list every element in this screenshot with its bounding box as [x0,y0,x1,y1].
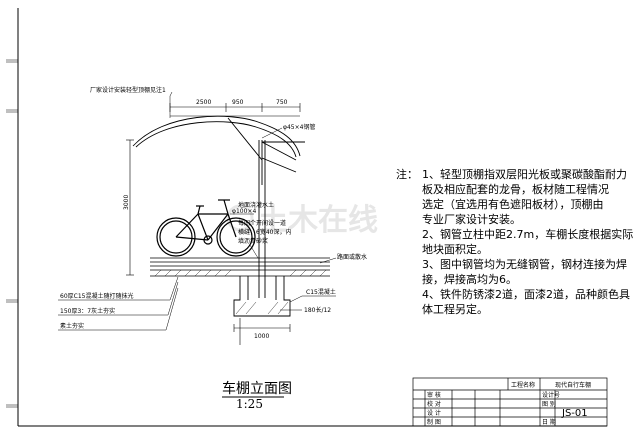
notes-prefix: 注： [396,168,418,181]
dim-top-total: 2500 [196,99,211,106]
pour-note-4: 填沥青砂浆 [238,237,268,245]
tb-project-name: 现代自行车棚 [555,381,591,389]
tb-row-draft: 制 图 [427,418,441,426]
rebar-spec-label: 180长/12 [304,306,331,314]
note-line-1: 1、轻型顶棚指双层阳光板或聚碳酸酯耐力 [422,168,627,181]
tb-drawing-no-label: 图 别 [542,400,556,408]
road-leader [319,257,337,264]
c15-leader [289,295,303,303]
dim-foot-width: 1000 [254,333,269,340]
drawing-scale: 1:25 [236,397,263,411]
phi100-label: φ100×4 [232,208,256,215]
note-line-4: 专业厂家设计安装。 [422,213,521,226]
note-line-2: 板及相应配套的龙骨，板材随工程情况 [422,183,609,196]
foundation-dimension [233,318,291,345]
canopy-leader [169,91,173,118]
watermark-text: 土木在线 [258,203,378,238]
bicycle-shed-elevation-drawing: 土木在线 2500 950 750 3000 厂家设计安装轻型顶棚见注1 φ45… [6,8,608,427]
pour-note-1: 地面浇灌水土 [238,201,274,209]
note-line-5: 2、钢管立柱中距2.7m，车棚长度根据实际 [422,228,633,241]
tb-design-no: 设计号 [542,391,560,399]
canopy-roof [132,115,305,185]
pipe-leader [261,127,283,139]
top-dimension [169,103,301,117]
base-layer-1: 60厚C15混凝土随打随抹光 [60,292,133,300]
pipe-spec-label: φ45×4钢管 [283,123,315,131]
tb-row-review: 审 核 [427,391,441,399]
title-block-frame [412,377,608,427]
title-block-text: 工程名称 现代自行车棚 审 核 校 对 设 计 制 图 设计号 图 别 日 期 … [427,381,591,426]
base-layer-3: 素土夯实 [60,322,84,330]
dim-top-left: 950 [232,99,244,106]
foundation-hatch [235,301,289,315]
base-layer-leaders [58,276,179,331]
tb-row-design: 设 计 [427,409,441,417]
note-line-8: 接，焊接高均为6。 [422,273,517,286]
note-line-7: 3、图中钢管均为无缝钢管，钢材连接为焊 [422,258,627,271]
note-line-10: 体工程另定。 [422,303,488,316]
road-note: 路面或散水 [337,253,367,261]
tb-project-label: 工程名称 [511,381,535,389]
drawing-title: 车棚立面图 [222,381,292,397]
tb-row-check: 校 对 [427,400,441,408]
column-foundation [233,276,291,317]
pour-leader [249,244,259,259]
note-line-3: 选定（宜选用有色遮阳板材），顶棚由 [422,198,604,211]
note-line-6: 地块面积定。 [422,243,488,256]
left-margin-strip [6,59,18,408]
pour-note-3: 横缝，6宽40深，内 [238,228,291,236]
ground-hatch [154,269,327,277]
bicycle-illustration [156,199,256,257]
pour-note-2: 每间个开间设一道 [238,219,286,227]
c15-concrete-label: C15混凝土 [306,288,336,296]
watermark: 土木在线 [226,203,378,238]
tb-drawing-no: JS-01 [561,408,588,419]
base-layer-2: 150厚3：7灰土夯实 [60,307,115,315]
height-dimension [126,139,134,276]
steel-column [258,140,266,298]
dim-height: 3000 [123,195,130,210]
tb-date-label: 日 期 [542,418,556,426]
canopy-note: 厂家设计安装轻型顶棚见注1 [90,86,166,94]
dim-top-right: 750 [276,99,288,106]
notes-list: 1、轻型顶棚指双层阳光板或聚碳酸酯耐力 板及相应配套的龙骨，板材随工程情况 选定… [422,167,633,317]
note-line-9: 4、铁件防锈漆2道，面漆2道，品种颜色具 [422,288,630,301]
